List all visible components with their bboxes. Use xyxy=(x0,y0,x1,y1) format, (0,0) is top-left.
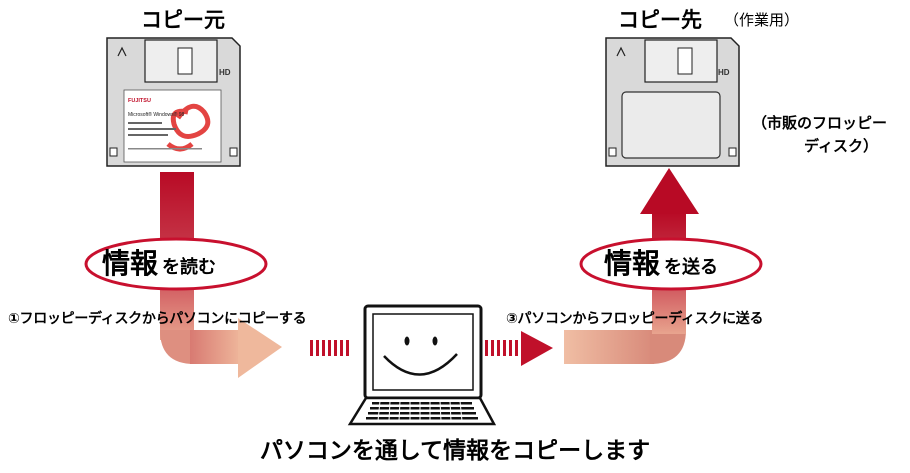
floppy-title: Microsoft® Windows® 98 xyxy=(128,111,184,118)
oval-send xyxy=(579,237,763,291)
step-1-text: ①フロッピーディスクからパソコンにコピーする xyxy=(8,311,307,327)
oval-read-text: 情報を読む xyxy=(102,242,216,282)
source-floppy-disk: FUJITSU Microsoft® Windows® 98 HD xyxy=(106,37,241,167)
hd-mark-dest: HD xyxy=(718,68,730,77)
commercial-disk-note-line2: ディスク） xyxy=(804,137,878,155)
diagram-caption: パソコンを通して情報をコピーします xyxy=(259,438,651,464)
commercial-disk-note-line1: （市販のフロッピー xyxy=(752,114,888,132)
laptop-icon xyxy=(347,304,497,426)
floppy-brand: FUJITSU xyxy=(128,98,151,104)
oval-send-main: 情報 xyxy=(604,247,661,280)
hd-mark-source: HD xyxy=(219,68,231,77)
dest-floppy-disk: HD xyxy=(605,37,740,167)
dashes-left xyxy=(310,340,349,356)
oval-send-sub: を送る xyxy=(664,257,719,278)
source-label: コピー元 xyxy=(141,8,225,32)
oval-read xyxy=(84,237,268,291)
oval-read-main: 情報 xyxy=(102,247,159,280)
oval-read-sub: を読む xyxy=(162,257,217,278)
dest-note-label: （作業用） xyxy=(724,11,800,29)
step-3-text: ③パソコンからフロッピーディスクに送る xyxy=(506,311,764,327)
oval-send-text: 情報を送る xyxy=(604,242,718,282)
dashes-right xyxy=(485,331,553,366)
dest-label: コピー先 xyxy=(618,8,702,32)
